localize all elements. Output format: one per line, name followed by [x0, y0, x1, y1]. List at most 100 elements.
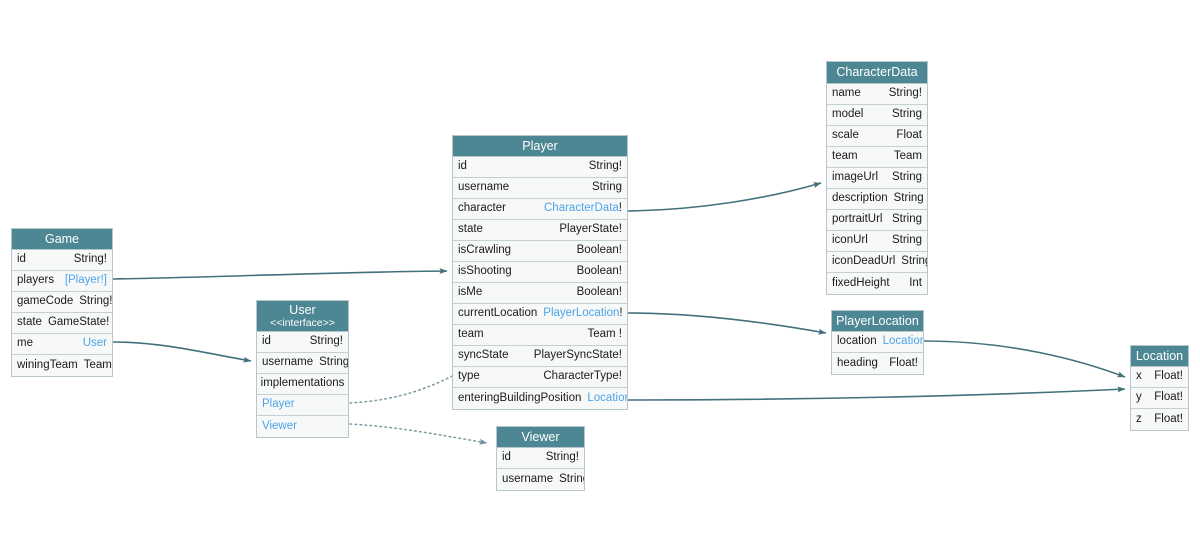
field-name: username: [502, 472, 554, 485]
edge-user-viewer-impl: [349, 423, 488, 445]
field-name: winingTeam: [17, 358, 78, 371]
field-name: state: [458, 223, 483, 236]
field-type-link[interactable]: [Player!]: [64, 274, 107, 287]
field-type: PlayerSyncState!: [533, 349, 622, 362]
field-type: String!: [588, 160, 622, 173]
field-type: Location!: [883, 336, 923, 348]
field-row[interactable]: character CharacterData!: [453, 199, 627, 220]
field-row[interactable]: implementations: [257, 374, 348, 395]
field-name: Viewer: [262, 419, 297, 432]
field-name: fixedHeight: [832, 276, 890, 289]
field-row[interactable]: Player: [257, 395, 348, 416]
field-name: isShooting: [458, 265, 512, 278]
field-type: Float!: [1154, 412, 1183, 425]
field-type: PlayerLocation!: [543, 308, 622, 320]
field-name: imageUrl: [832, 171, 879, 184]
edge-user-player-impl: [349, 369, 465, 404]
entity-header-viewer: Viewer: [497, 427, 584, 448]
field-type-link[interactable]: PlayerLocation: [543, 307, 620, 320]
field-name: scale: [832, 129, 859, 142]
field-type: Location: [587, 391, 627, 405]
field-row[interactable]: Viewer: [257, 416, 348, 437]
field-row[interactable]: z Float!: [1131, 409, 1188, 430]
field-name: players: [17, 274, 55, 287]
field-name: y: [1136, 391, 1142, 404]
field-name: z: [1136, 412, 1142, 425]
entity-playerlocation[interactable]: PlayerLocationlocationLocation!headingFl…: [831, 310, 924, 375]
field-type: [Player!]: [65, 275, 107, 287]
edge-game-me-to-user: [112, 341, 252, 363]
field-type: String: [901, 255, 927, 268]
entity-header-player: Player: [453, 136, 627, 157]
entity-header-game: Game: [12, 229, 112, 250]
field-row[interactable]: iconDeadUrlString: [827, 252, 927, 273]
field-type-link[interactable]: CharacterData: [544, 202, 619, 215]
field-type: Team !: [587, 328, 622, 341]
field-type-nonnull-marker: !: [619, 307, 623, 320]
field-name: character: [458, 202, 506, 215]
field-type: Boolean!: [576, 265, 622, 278]
field-type: CharacterType!: [543, 370, 622, 383]
field-type: String!: [309, 335, 343, 348]
field-type: GameState!: [47, 316, 110, 329]
field-type: String: [891, 108, 922, 121]
field-type-link[interactable]: Location: [587, 391, 627, 404]
field-row[interactable]: state PlayerState!: [453, 220, 627, 241]
field-row[interactable]: isMe Boolean!: [453, 283, 627, 304]
field-type: Team: [893, 150, 922, 163]
field-name: heading: [837, 356, 878, 369]
field-name: isCrawling: [458, 244, 512, 257]
field-type: Boolean!: [576, 244, 622, 257]
field-name: name: [832, 87, 861, 100]
field-type: PlayerState!: [559, 223, 622, 236]
field-type: CharacterData!: [544, 203, 622, 215]
field-row[interactable]: players [Player!]: [12, 271, 112, 292]
field-type-link[interactable]: User: [82, 337, 107, 350]
field-name: Player: [262, 398, 295, 411]
field-row[interactable]: isCrawling Boolean!: [453, 241, 627, 262]
field-name: portraitUrl: [832, 213, 883, 226]
field-row[interactable]: isShooting Boolean!: [453, 262, 627, 283]
field-type: Float!: [1154, 370, 1183, 383]
entity-header-user: User<<interface>>: [257, 301, 348, 332]
field-name: isMe: [458, 286, 483, 299]
field-type-link[interactable]: Location: [882, 335, 923, 348]
field-type: Boolean!: [576, 286, 622, 299]
